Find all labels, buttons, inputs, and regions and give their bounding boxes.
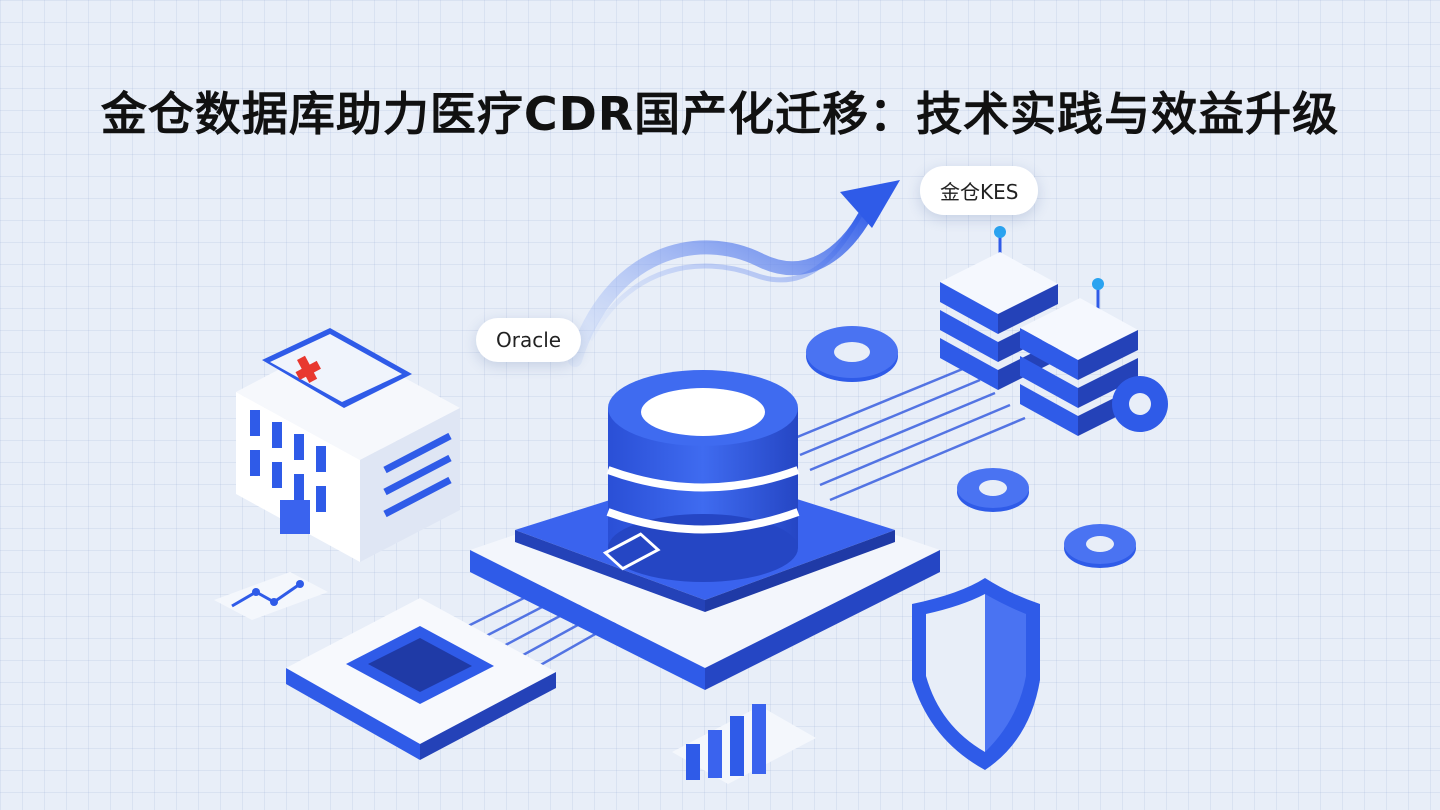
source-label: Oracle	[476, 318, 582, 362]
line-chart-icon	[214, 572, 328, 620]
gear-icon	[806, 326, 1168, 568]
chip-icon	[286, 532, 661, 760]
page-title: 金仓数据库助力医疗CDR国产化迁移：技术实践与效益升级	[100, 87, 1340, 141]
database-icon	[606, 370, 800, 582]
bar-chart-icon	[672, 704, 816, 784]
target-label: 金仓KES	[920, 166, 1039, 215]
hospital-icon	[236, 328, 460, 562]
migration-arrow-icon	[568, 180, 900, 367]
shield-icon	[912, 578, 1040, 770]
server-rack-icon	[940, 226, 1138, 436]
data-lines-servers	[789, 366, 1026, 502]
